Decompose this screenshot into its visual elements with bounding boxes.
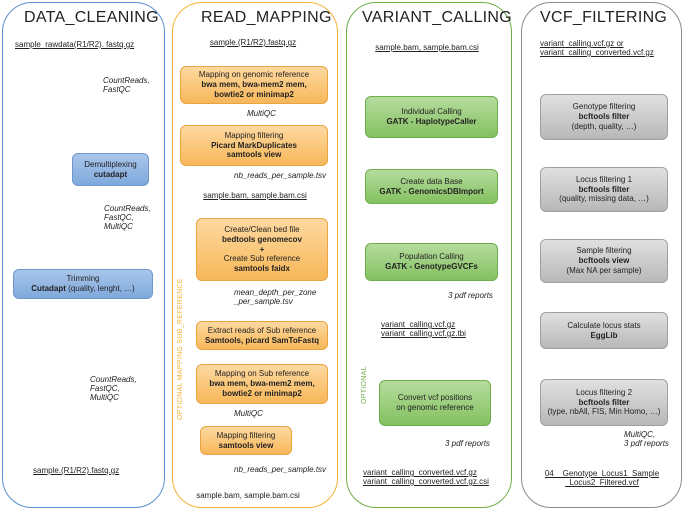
db-label: Create data Base — [400, 176, 463, 186]
sample-filtering-step[interactable]: Sample filtering bcftools view (Max NA p… — [540, 239, 668, 283]
trim-label: Trimming — [66, 274, 100, 284]
convert-label-2: on genomic reference — [396, 403, 474, 412]
qc-label-2: CountReads,FastQC,MultiQC — [104, 204, 151, 231]
bam-output-1: sample.bam, sample.bam.csi — [203, 191, 307, 200]
subref-tool-1: bedtools genomecov — [221, 234, 302, 244]
mapping-subref-step[interactable]: Mapping on Sub reference bwa mem, bwa-me… — [196, 364, 328, 404]
extract-label: Extract reads of Sub reference — [207, 325, 317, 335]
map1-tools-2: bowtie2 or minimap2 — [214, 89, 294, 99]
locus1-detail: (quality, missing data, …) — [559, 194, 649, 204]
stats-label: Calculate locus stats — [567, 320, 641, 330]
sample-label: Sample filtering — [576, 246, 632, 256]
vc-input: sample.bam, sample.bam.csi — [375, 43, 479, 52]
locus1-label: Locus filtering 1 — [575, 174, 633, 184]
map1-tools: bwa mem, bwa-mem2 mem, — [201, 80, 307, 90]
sample-tool: bcftools view — [578, 256, 630, 266]
qc-label-3: CountReads,FastQC,MultiQC — [90, 375, 137, 402]
extract-tool: Samtools, picard SamToFastq — [204, 335, 320, 345]
variant-calling-title: VARIANT_CALLING — [362, 9, 513, 26]
stats-tool: EggLib — [590, 330, 618, 340]
filt1-tool: Picard MarkDuplicates — [211, 140, 297, 150]
db-tool: GATK - GenomicsDBImport — [379, 186, 484, 196]
demux-label: Demultiplexing — [84, 159, 137, 169]
individual-calling-step[interactable]: Individual Calling GATK - HaplotypeCalle… — [365, 96, 498, 138]
pdf-report-label-1: 3 pdf reports — [448, 291, 493, 300]
sub-reference-step[interactable]: Create/Clean bed file bedtools genomecov… — [196, 218, 328, 281]
multiqc-label-2: MultiQC — [234, 409, 263, 418]
extract-reads-step[interactable]: Extract reads of Sub reference Samtools,… — [196, 321, 328, 350]
locus1-tool: bcftools filter — [578, 184, 630, 194]
convert-positions-step[interactable]: Convert vcf positions on genomic referen… — [379, 380, 491, 426]
filtered-vcf-output: 04__Genotype_Locus1_Sample_Locus2_Filter… — [544, 469, 660, 487]
create-database-step[interactable]: Create data Base GATK - GenomicsDBImport — [365, 169, 498, 204]
raw-fastq-input: sample_rawdata(R1/R2). fastq.gz — [15, 40, 135, 49]
map2-tools-2: bowtie2 or minimap2 — [222, 388, 302, 398]
pop-label: Population Calling — [399, 252, 464, 262]
genotype-filtering-step[interactable]: Genotype filtering bcftools filter (dept… — [540, 94, 668, 140]
nb-reads-stat-2: nb_reads_per_sample.tsv — [234, 465, 327, 474]
subref-label-1: Create/Clean bed file — [224, 225, 300, 235]
trimming-step[interactable]: Trimming Cutadapt (quality, lenght, …) — [13, 269, 153, 299]
qc-label-1: CountReads,FastQC — [103, 76, 150, 94]
clean-fastq-output: sample.(R1/R2).fastq.gz — [33, 466, 120, 475]
optional-subref-label: OPTIONAL MAPPING SUB_REFERENCE — [177, 278, 184, 420]
locus-filtering-2-step[interactable]: Locus filtering 2 bcftools filter (type,… — [540, 379, 668, 426]
filt1-tool-2: samtools view — [226, 150, 282, 160]
data-cleaning-title: DATA_CLEANING — [24, 9, 159, 26]
mapping-filtering-2-step[interactable]: Mapping filtering samtools view — [200, 426, 292, 455]
map2-label: Mapping on Sub reference — [214, 369, 310, 379]
filt1-label: Mapping filtering — [224, 130, 284, 140]
pop-tool: GATK - GenotypeGVCFs — [385, 262, 478, 271]
call-label: Individual Calling — [401, 107, 462, 117]
optional-label: OPTIONAL — [361, 366, 368, 404]
geno-detail: (depth, quality, …) — [571, 121, 637, 131]
subref-label-2: Create Sub reference — [223, 254, 301, 264]
locus2-tool: bcftools filter — [578, 397, 630, 407]
mean-depth-stat: mean_depth_per_zone_per_sample.tsv — [234, 288, 317, 306]
vcf-report-label: MultiQC,3 pdf reports — [624, 430, 669, 448]
locus2-label: Locus filtering 2 — [575, 387, 633, 397]
map2-tools: bwa mem, bwa-mem2 mem, — [209, 379, 315, 389]
multiqc-label-1: MultiQC — [247, 109, 276, 118]
read-mapping-title: READ_MAPPING — [201, 9, 332, 26]
geno-tool: bcftools filter — [578, 112, 630, 122]
filt2-tool: samtools view — [218, 440, 274, 450]
convert-label-1: Convert vcf positions — [397, 393, 473, 403]
geno-label: Genotype filtering — [572, 102, 636, 112]
population-calling-step[interactable]: Population Calling GATK - GenotypeGVCFs — [365, 243, 498, 281]
locus2-detail: (type, nbAll, FIS, Min Homo, …) — [547, 407, 661, 417]
nb-reads-stat-1: nb_reads_per_sample.tsv — [234, 171, 327, 180]
map1-label: Mapping on genomic reference — [198, 70, 310, 80]
subref-tool-2: samtools faidx — [233, 264, 290, 274]
call-tool: GATK - HaplotypeCaller — [386, 117, 477, 126]
mapping-filtering-step[interactable]: Mapping filtering Picard MarkDuplicates … — [180, 125, 328, 166]
locus-filtering-1-step[interactable]: Locus filtering 1 bcftools filter (quali… — [540, 167, 668, 212]
locus-stats-step[interactable]: Calculate locus stats EggLib — [540, 312, 668, 349]
subref-plus: + — [259, 244, 265, 254]
mapping-genomic-step[interactable]: Mapping on genomic reference bwa mem, bw… — [180, 66, 328, 104]
vcf-filtering-title: VCF_FILTERING — [540, 9, 668, 26]
bam-output-2: sample.bam, sample.bam.csi — [196, 491, 300, 500]
demux-tool: cutadapt — [93, 169, 128, 179]
filt2-label: Mapping filtering — [216, 430, 276, 440]
demultiplexing-step[interactable]: Demultiplexing cutadapt — [72, 153, 149, 186]
pdf-report-label-2: 3 pdf reports — [445, 439, 490, 448]
mapping-input: sample.(R1/R2).fastq.gz — [209, 38, 297, 47]
sample-detail: (Max NA per sample) — [566, 265, 642, 275]
data-cleaning-panel — [2, 2, 165, 508]
trim-detail: Cutadapt (quality, lenght, …) — [31, 284, 135, 293]
